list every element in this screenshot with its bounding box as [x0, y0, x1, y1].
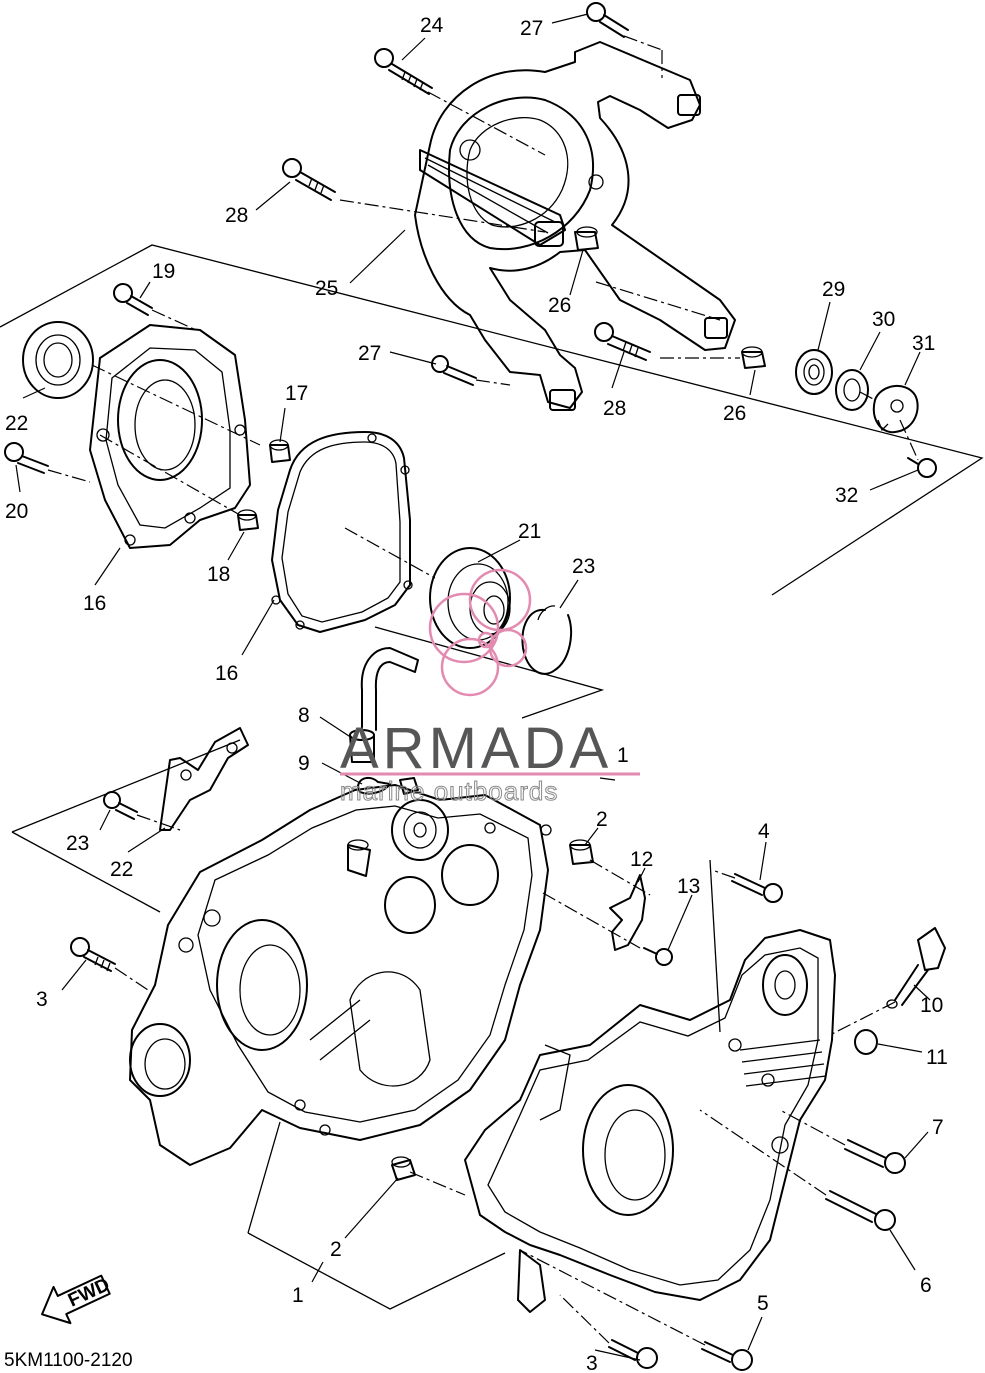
callout-31: 31	[912, 332, 935, 355]
watermark-logo: ARMADA marine outboards	[340, 568, 640, 807]
callout-25: 25	[315, 277, 338, 300]
bolt-4	[731, 873, 783, 903]
dowel-pin-2-lower	[391, 1156, 416, 1181]
callout-29: 29	[822, 278, 845, 301]
callout-1-upper: 1	[617, 744, 629, 767]
callout-14: 16	[83, 592, 106, 615]
callout-16-upper: 17	[285, 382, 308, 405]
dowel-pin-26-lower	[741, 346, 766, 369]
callout-26-upper: 26	[548, 294, 571, 317]
callout-27-upper: 27	[520, 17, 543, 40]
dowel-pin-2-upper	[569, 839, 594, 865]
bolt-13	[643, 947, 673, 966]
callout-28-upper: 28	[225, 204, 248, 227]
callout-2-upper: 2	[596, 808, 608, 831]
fwd-arrow: FWD	[41, 1274, 113, 1325]
oil-seal-20	[22, 321, 94, 399]
callout-30: 30	[872, 308, 895, 331]
callout-labels: 24 27 28 25 26 19 27 28 26 29 30 31 32 2…	[5, 14, 948, 1373]
callout-28-lower: 28	[603, 397, 626, 420]
clip-9	[357, 776, 391, 795]
callout-22: 22	[110, 858, 133, 881]
o-ring-11	[854, 1029, 878, 1055]
bolt-7	[844, 1139, 906, 1174]
bolt-32	[907, 457, 937, 478]
diagram-code: 5KM1100-2120	[4, 1350, 133, 1371]
bolt-27-upper	[586, 2, 629, 38]
callout-13: 13	[677, 875, 700, 898]
crankcase-left-half-1	[129, 777, 552, 1166]
callout-5: 5	[757, 1292, 769, 1315]
callout-12: 12	[630, 848, 653, 871]
bolt-24	[374, 48, 433, 95]
dowel-pin-26-upper	[574, 226, 599, 251]
fwd-label: FWD	[65, 1274, 113, 1311]
crankcase-right-half-1	[464, 929, 836, 1313]
circlip-21	[521, 605, 573, 675]
bracket-22	[159, 727, 249, 831]
bolt-3-left	[70, 937, 116, 972]
callout-19: 21	[518, 520, 541, 543]
callout-15: 16	[215, 662, 238, 685]
callout-20: 22	[5, 412, 28, 435]
callout-6: 6	[920, 1274, 932, 1297]
crankcase-cover-14	[89, 324, 251, 549]
crankcase-cover-25	[414, 41, 736, 411]
callout-3-left: 3	[36, 988, 48, 1011]
hose-fitting	[360, 647, 419, 736]
callout-17: 19	[152, 260, 175, 283]
watermark-tagline: marine outboards	[340, 776, 558, 806]
dowel-pin-16-upper	[269, 439, 291, 463]
callout-16-lower: 18	[207, 563, 230, 586]
bolt-28-upper	[282, 158, 336, 201]
callout-23: 23	[66, 832, 89, 855]
callout-8: 8	[298, 704, 310, 727]
callout-2-lower: 2	[330, 1238, 342, 1261]
bolt-23	[103, 791, 138, 820]
leader-lines	[15, 13, 931, 1361]
callout-10: 10	[920, 994, 943, 1017]
plate-12	[609, 874, 646, 951]
fitting-8	[349, 729, 375, 763]
callout-4: 4	[758, 820, 770, 843]
callout-1-lower: 1	[292, 1284, 304, 1307]
bolt-5	[701, 1341, 753, 1371]
callout-3-lower: 3	[586, 1352, 598, 1373]
callout-26-lower: 26	[723, 402, 746, 425]
bolt-28-lower	[594, 322, 651, 361]
plate-31	[872, 385, 919, 434]
bolt-3-lower	[608, 1339, 658, 1369]
watermark-brand: ARMADA	[340, 716, 612, 781]
bearing-29	[795, 349, 833, 395]
dowel-pin-16-lower	[237, 509, 259, 531]
bolt-17	[113, 283, 153, 316]
callout-11: 11	[926, 1046, 948, 1069]
oil-seal-30	[835, 369, 869, 411]
callout-32: 32	[835, 484, 858, 507]
callout-18: 20	[5, 500, 28, 523]
callout-9: 9	[298, 752, 310, 775]
dipstick-10	[886, 927, 946, 1009]
bolt-6	[825, 1190, 896, 1231]
gasket-15	[271, 431, 413, 633]
callout-21: 23	[572, 555, 595, 578]
propeller-icon	[428, 568, 532, 697]
callout-7: 7	[932, 1116, 944, 1139]
bolt-27-lower	[431, 355, 477, 386]
callout-27-lower: 27	[358, 342, 381, 365]
bolt-18	[4, 442, 49, 474]
callout-24: 24	[420, 14, 444, 37]
